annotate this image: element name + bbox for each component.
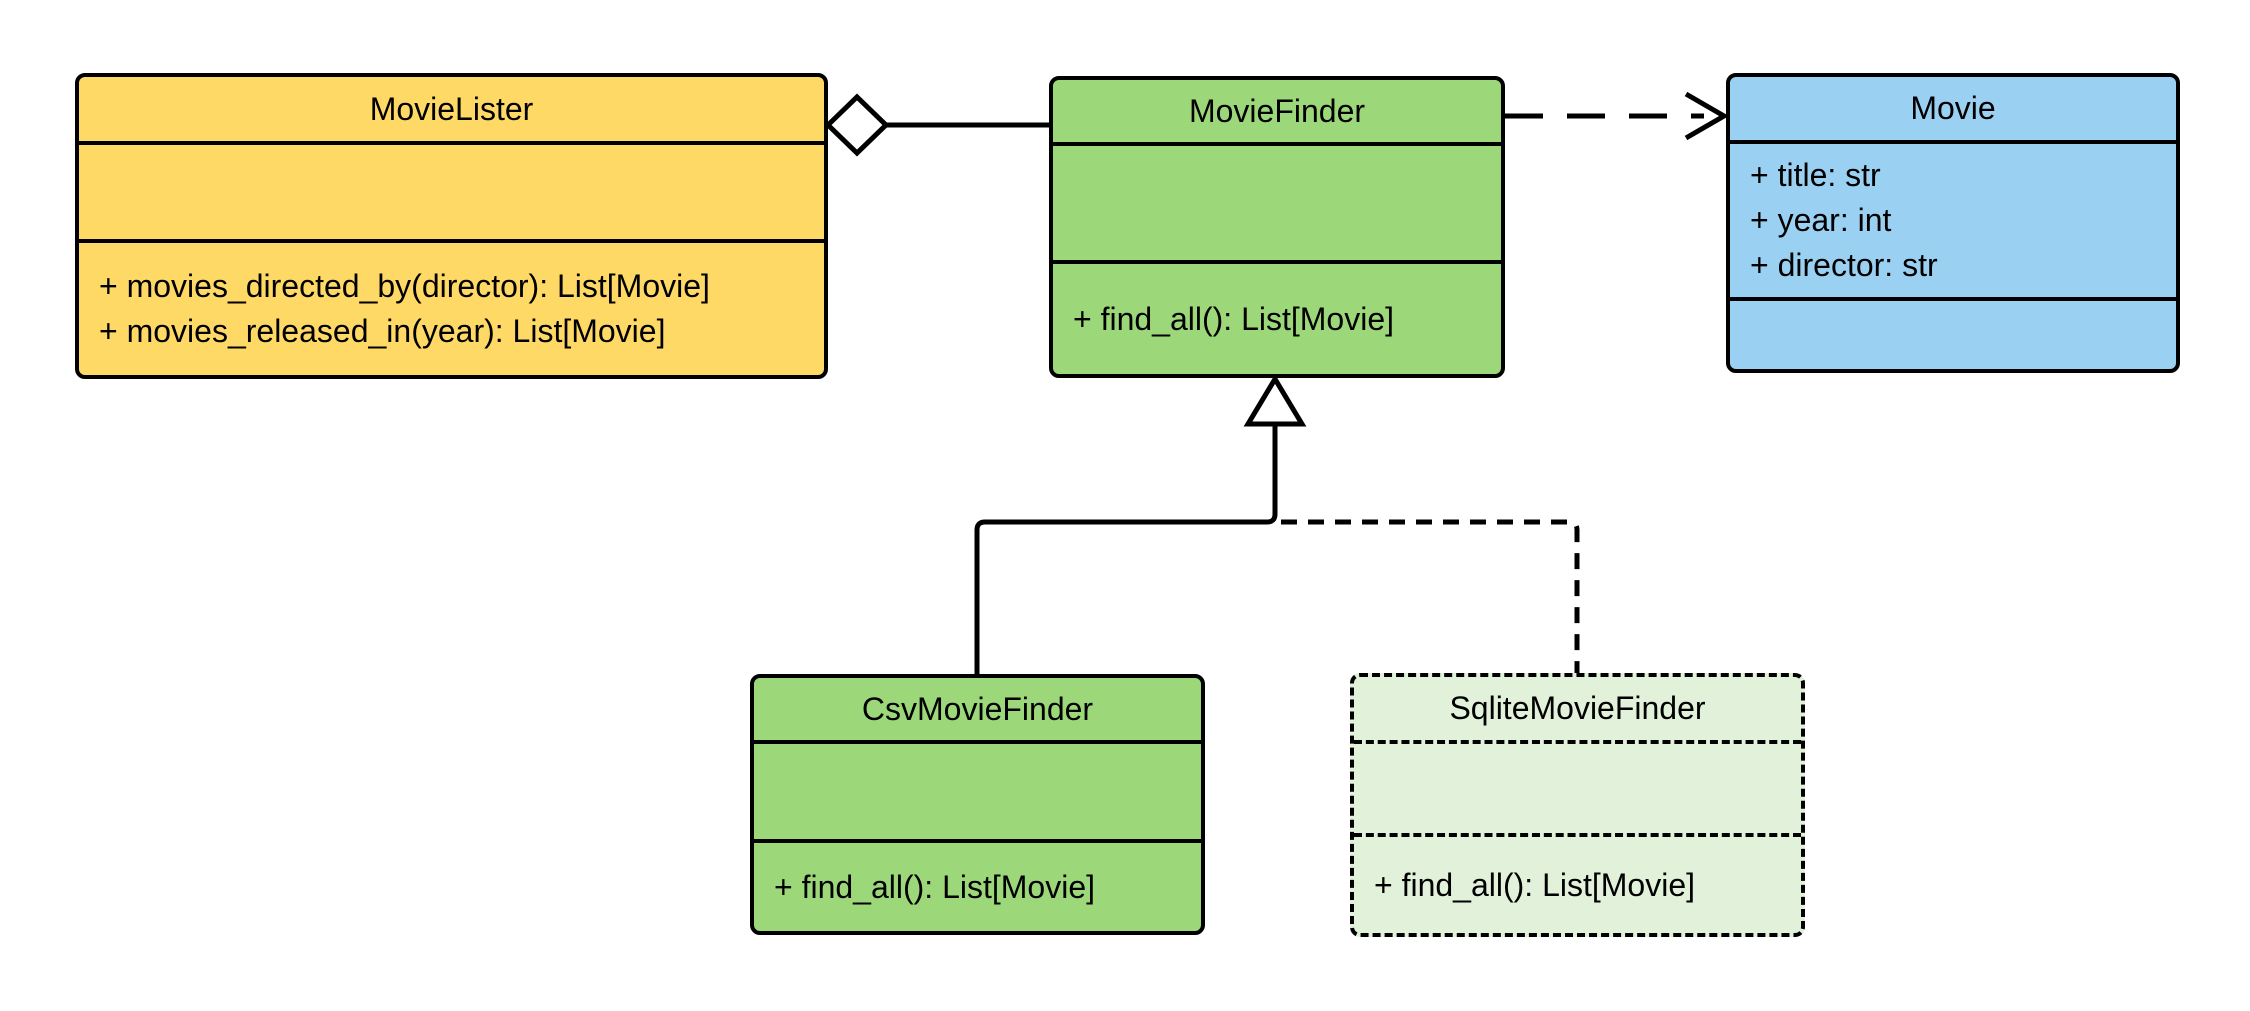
class-title-moviefinder: MovieFinder	[1188, 92, 1366, 129]
class-title-csvmoviefinder: CsvMovieFinder	[861, 690, 1094, 727]
generalization-edges	[974, 374, 1580, 676]
class-box-movielister: MovieLister + movies_directed_by(directo…	[75, 73, 828, 379]
method-item: + movies_released_in(year): List[Movie]	[99, 313, 666, 349]
method-item: + find_all(): List[Movie]	[774, 868, 1096, 905]
class-title-movielister: MovieLister	[369, 90, 534, 127]
method-item: + movies_directed_by(director): List[Mov…	[99, 268, 710, 304]
attribute-item: + director: str	[1750, 247, 1938, 283]
aggregation-edge-movielister-moviefinder	[824, 93, 1053, 157]
method-item: + find_all(): List[Movie]	[1073, 300, 1395, 337]
class-box-moviefinder: MovieFinder + find_all(): List[Movie]	[1049, 76, 1505, 378]
class-box-csvmoviefinder: CsvMovieFinder + find_all(): List[Movie]	[750, 674, 1205, 935]
dependency-arrowhead-icon	[1684, 91, 1729, 141]
dependency-edge-moviefinder-movie	[1505, 91, 1729, 141]
method-item: + find_all(): List[Movie]	[1374, 866, 1696, 903]
generalization-dashed-path-sqlite	[1281, 519, 1580, 675]
attributes-section-moviefinder	[1053, 142, 1501, 260]
attributes-section-movielister	[79, 141, 824, 239]
methods-section-csvmoviefinder: + find_all(): List[Movie]	[754, 839, 1201, 931]
generalization-solid-path-csv	[974, 424, 1278, 676]
attribute-item: + year: int	[1750, 202, 1892, 238]
methods-section-movie	[1730, 297, 2176, 369]
attributes-section-movie: + title: str + year: int + director: str	[1730, 140, 2176, 297]
attribute-item: + title: str	[1750, 157, 1881, 193]
methods-section-sqlitemoviefinder: + find_all(): List[Movie]	[1354, 833, 1801, 933]
class-box-sqlitemoviefinder: SqliteMovieFinder + find_all(): List[Mov…	[1350, 673, 1805, 937]
class-box-movie: Movie + title: str + year: int + directo…	[1726, 73, 2180, 373]
methods-section-movielister: + movies_directed_by(director): List[Mov…	[79, 239, 824, 375]
aggregation-diamond-icon	[824, 93, 890, 157]
attributes-section-sqlitemoviefinder	[1354, 740, 1801, 833]
class-title-sqlitemoviefinder: SqliteMovieFinder	[1449, 690, 1706, 726]
methods-section-moviefinder: + find_all(): List[Movie]	[1053, 260, 1501, 374]
class-title-movie: Movie	[1910, 90, 1996, 126]
inheritance-triangle-icon	[1243, 374, 1307, 427]
attributes-section-csvmoviefinder	[754, 740, 1201, 839]
